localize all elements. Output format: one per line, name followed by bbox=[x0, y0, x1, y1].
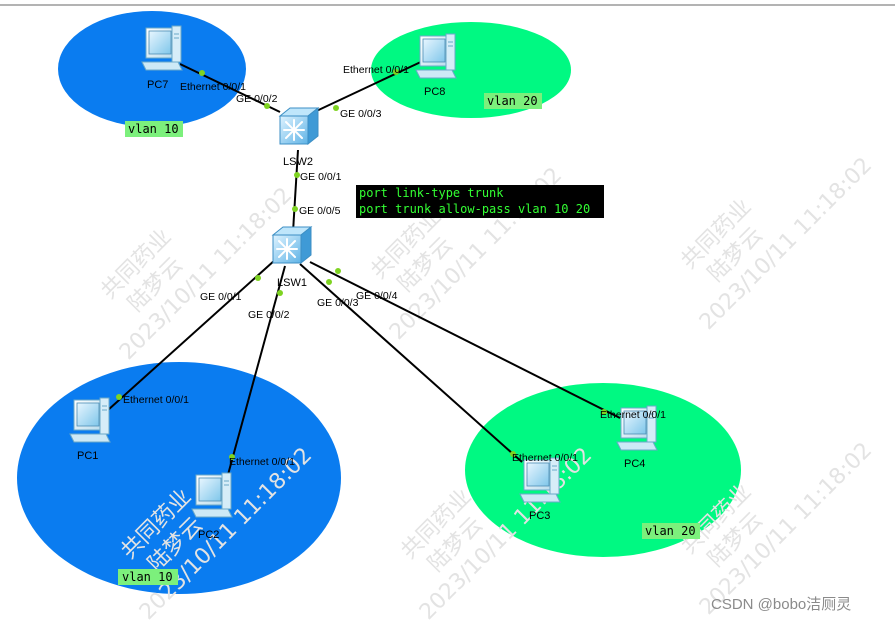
link-lsw1-pc2 bbox=[225, 265, 286, 483]
link-lsw1-pc3 bbox=[299, 263, 523, 463]
port-label: GE 0/0/1 bbox=[300, 171, 342, 183]
port-dot bbox=[255, 275, 261, 281]
device-pc3[interactable]: PC3 bbox=[519, 457, 561, 522]
vlan-tag-bg bbox=[125, 121, 183, 137]
switch-icon bbox=[279, 107, 319, 145]
vlan-label: vlan 10 bbox=[128, 122, 179, 136]
port-label: Ethernet 0/0/1 bbox=[180, 81, 246, 93]
port-labels: Ethernet 0/0/1 GE 0/0/2 Ethernet 0/0/1 G… bbox=[123, 64, 666, 468]
vlan-tag-bg bbox=[642, 523, 700, 539]
vlan20-bottom-tag: vlan 20 bbox=[642, 523, 700, 539]
port-label: GE 0/0/4 bbox=[356, 290, 398, 302]
config-bg bbox=[356, 185, 604, 218]
port-label: GE 0/0/3 bbox=[340, 108, 382, 120]
port-label: GE 0/0/3 bbox=[317, 297, 359, 309]
port-dot bbox=[333, 105, 339, 111]
vlan20-bottom-area bbox=[465, 383, 741, 557]
device-pc2[interactable]: PC2 bbox=[191, 472, 233, 541]
link-lsw2-lsw1 bbox=[292, 149, 299, 233]
vlan10-bottom-tag: vlan 10 bbox=[118, 569, 178, 585]
device-label: PC1 bbox=[77, 450, 98, 462]
device-label: PC7 bbox=[147, 79, 168, 91]
device-lsw1[interactable]: LSW1 bbox=[272, 226, 312, 289]
pc-icon bbox=[141, 25, 183, 71]
port-dot bbox=[335, 268, 341, 274]
pc-icon bbox=[69, 397, 111, 443]
port-label: GE 0/0/1 bbox=[200, 291, 242, 303]
pc-icon bbox=[519, 457, 561, 503]
trunk-config-box: port link-type trunk port trunk allow-pa… bbox=[356, 185, 604, 218]
port-dot bbox=[326, 279, 332, 285]
port-dot bbox=[277, 290, 283, 296]
port-dot bbox=[264, 103, 270, 109]
device-label: PC8 bbox=[424, 86, 445, 98]
device-pc1[interactable]: PC1 bbox=[69, 397, 111, 462]
link-lsw1-pc1 bbox=[107, 259, 276, 411]
device-label: LSW1 bbox=[277, 277, 307, 289]
footer-credit: CSDN @bobo洁厕灵 bbox=[711, 596, 851, 613]
port-label: Ethernet 0/0/1 bbox=[343, 64, 409, 76]
port-label: GE 0/0/2 bbox=[248, 309, 290, 321]
port-dot bbox=[199, 70, 205, 76]
port-dot bbox=[294, 172, 300, 178]
port-label: GE 0/0/5 bbox=[299, 205, 341, 217]
switch-icon bbox=[272, 226, 312, 264]
device-pc8[interactable]: PC8 bbox=[415, 33, 457, 98]
pc-icon bbox=[415, 33, 457, 79]
links bbox=[107, 59, 621, 483]
port-dot bbox=[116, 394, 122, 400]
device-label: PC2 bbox=[198, 529, 219, 541]
device-pc4[interactable]: PC4 bbox=[616, 405, 658, 470]
vlan20-top-tag: vlan 20 bbox=[484, 93, 542, 109]
device-pc7[interactable]: PC7 bbox=[141, 25, 183, 91]
config-line: port trunk allow-pass vlan 10 20 bbox=[359, 202, 590, 216]
vlan-tag-bg bbox=[484, 93, 542, 109]
vlan-label: vlan 20 bbox=[487, 94, 538, 108]
link-lsw1-pc4 bbox=[309, 261, 621, 419]
device-label: PC4 bbox=[624, 458, 645, 470]
vlan-label: vlan 20 bbox=[645, 524, 696, 538]
port-label: Ethernet 0/0/1 bbox=[123, 394, 189, 406]
link-pc7-lsw2 bbox=[179, 63, 281, 113]
vlan10-top-tag: vlan 10 bbox=[125, 121, 183, 137]
vlan-label: vlan 10 bbox=[122, 570, 173, 584]
device-label: LSW2 bbox=[283, 156, 313, 168]
config-line: port link-type trunk bbox=[359, 186, 504, 200]
port-dot bbox=[510, 451, 516, 457]
port-label: Ethernet 0/0/1 bbox=[512, 452, 578, 464]
port-label: Ethernet 0/0/1 bbox=[600, 409, 666, 421]
link-lsw2-pc8 bbox=[309, 59, 426, 115]
port-dots bbox=[116, 69, 607, 460]
port-label: Ethernet 0/0/1 bbox=[229, 456, 295, 468]
port-dot bbox=[393, 69, 399, 75]
port-label: GE 0/0/2 bbox=[236, 93, 278, 105]
pc-icon bbox=[191, 472, 233, 518]
vlan-tag-bg bbox=[118, 569, 178, 585]
device-lsw2[interactable]: LSW2 bbox=[279, 107, 319, 168]
port-dot bbox=[292, 206, 298, 212]
port-dot bbox=[601, 409, 607, 415]
port-dot bbox=[229, 454, 235, 460]
device-label: PC3 bbox=[529, 510, 550, 522]
